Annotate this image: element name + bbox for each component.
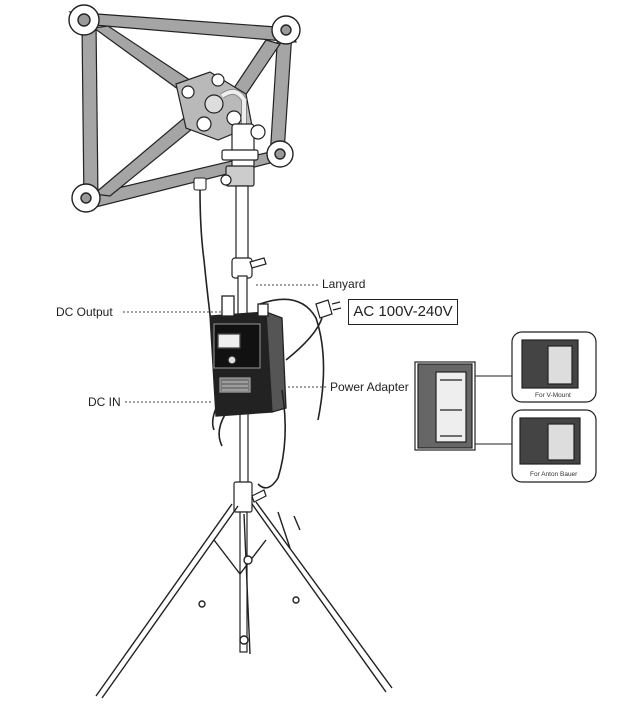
label-lanyard: Lanyard [322, 277, 366, 291]
control-box [209, 295, 287, 417]
caption-v-mount: For V-Mount [535, 392, 571, 399]
label-ac-input: AC 100V-240V [348, 299, 458, 325]
label-dc-output: DC Output [56, 305, 113, 319]
frame-dc-plug [193, 177, 213, 331]
stand-pole [231, 185, 267, 653]
tripod-legs [95, 501, 393, 699]
inset-detail [414, 331, 597, 483]
leader-lines [123, 284, 328, 403]
cables [211, 298, 325, 489]
ac-plug [315, 299, 342, 319]
label-power-adapter: Power Adapter [330, 380, 409, 394]
caption-anton-bauer: For Anton Bauer [530, 471, 578, 478]
frame-corners [68, 4, 301, 213]
label-dc-in: DC IN [88, 395, 121, 409]
